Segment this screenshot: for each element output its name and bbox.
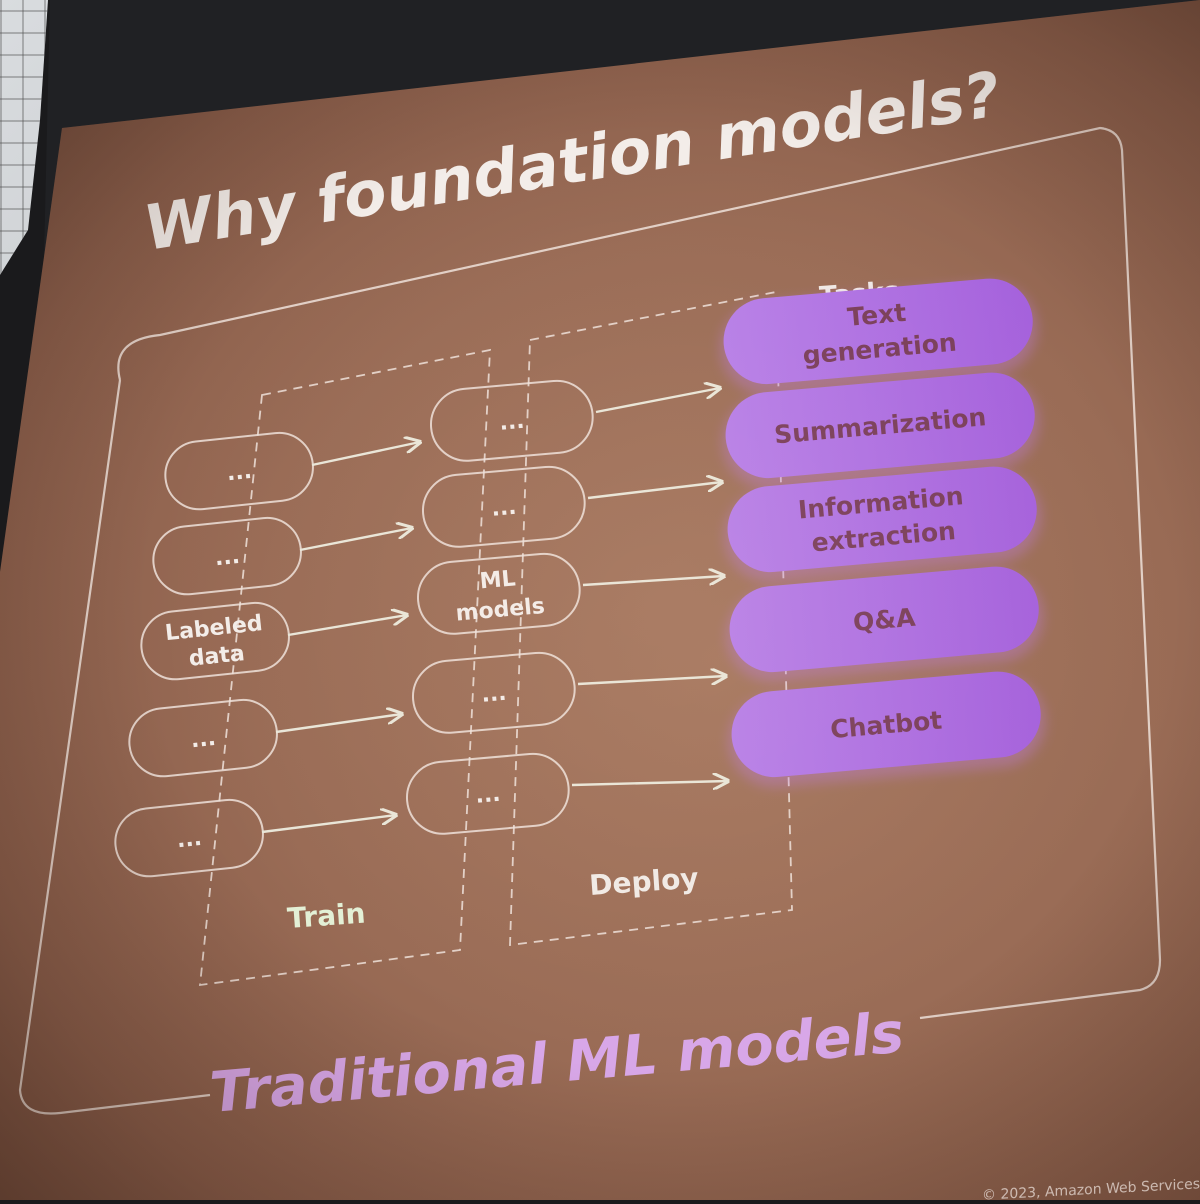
input-node-label: Labeleddata [164, 611, 267, 674]
outer-frame [117, 126, 1162, 1020]
task-label: Q&A [852, 603, 917, 637]
model-node-label: ... [498, 409, 525, 436]
deploy-arrow [587, 482, 722, 500]
model-node: ... [422, 465, 586, 548]
deploy-arrow [577, 676, 726, 684]
input-nodes: ...... Labeleddata...... [114, 431, 314, 878]
task-pill: Q&A [726, 566, 1044, 683]
model-node: ... [412, 651, 576, 734]
task-pill: Informationextraction [724, 466, 1042, 583]
input-node: ... [114, 798, 264, 878]
outer-frame-bottom [18, 379, 211, 1115]
input-node-label: ... [176, 826, 204, 853]
input-node: ... [164, 431, 314, 511]
footer-title: Traditional ML models [208, 1001, 907, 1126]
input-node: ... [152, 516, 302, 596]
model-node-label: ... [490, 495, 517, 522]
model-node: ... [406, 752, 570, 835]
task-pill: Chatbot [728, 671, 1046, 788]
input-node-label: ... [190, 726, 218, 753]
deploy-arrow [571, 781, 728, 785]
train-arrow [261, 815, 396, 834]
model-nodes: ...... MLmodels...... [406, 379, 594, 835]
model-node-label: MLmodels [452, 564, 546, 627]
deploy-arrow [595, 388, 720, 414]
model-node: ... [430, 379, 594, 462]
task-pills: TextgenerationSummarizationInformationex… [720, 278, 1046, 788]
task-pill: Textgeneration [720, 278, 1038, 395]
task-pill: Summarization [722, 372, 1040, 489]
model-node-label: ... [480, 681, 507, 708]
train-dashed-box [198, 348, 491, 987]
arrows [261, 388, 728, 834]
train-arrow [311, 442, 420, 467]
input-node-label: ... [226, 459, 254, 486]
input-node: Labeleddata [140, 601, 290, 681]
deploy-label: Deploy [588, 861, 699, 902]
train-arrow [287, 615, 407, 637]
train-arrow [275, 714, 402, 734]
model-node-label: ... [474, 782, 501, 809]
slide-title: Why foundation models? [139, 57, 1005, 265]
input-node: ... [128, 698, 278, 778]
input-node-label: ... [214, 544, 242, 571]
deploy-dashed-box [509, 290, 793, 947]
model-node: MLmodels [417, 552, 581, 635]
train-arrow [299, 528, 412, 552]
train-label: Train [286, 897, 366, 935]
deploy-arrow [582, 576, 724, 587]
